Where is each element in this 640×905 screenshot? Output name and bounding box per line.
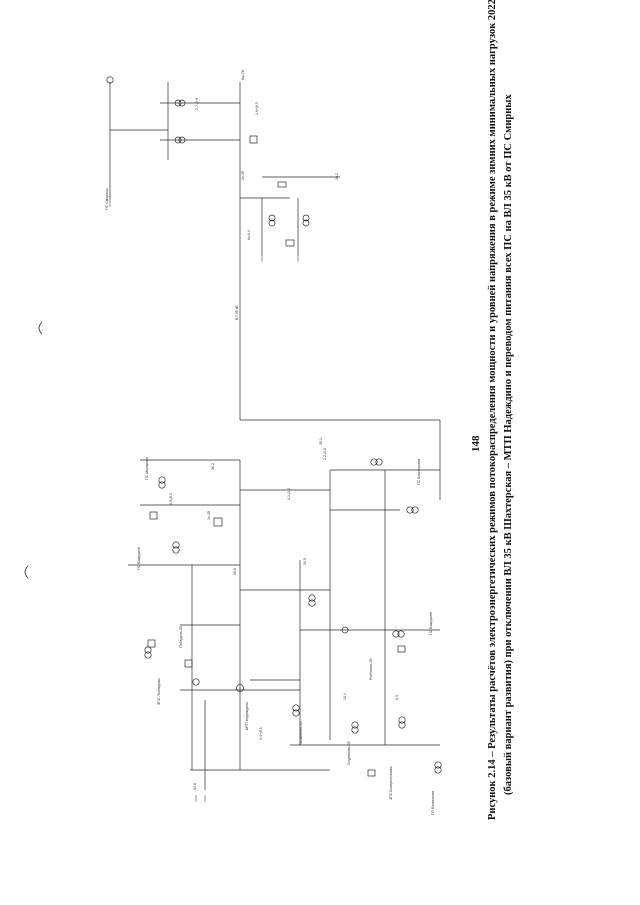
tr-mid-1: [341, 626, 349, 634]
figure-caption-line-1: Рисунок 2.14 – Результаты расчётов элект…: [487, 0, 498, 820]
tr-makarevo-1: [158, 476, 166, 484]
gen-upper: [106, 76, 114, 84]
label-flow2: 1,6+j0,3: [255, 102, 259, 115]
label-bus-d: 6к-0,4: [247, 230, 251, 240]
tr-shakhterskaya-2: [375, 458, 383, 466]
lower-network: [128, 458, 442, 790]
figure-caption-line-2: (базовый вариант развития) при отключени…: [503, 94, 514, 795]
label-u5: 6,3: [395, 695, 399, 700]
diagram-labels: ПС Смирных ПС Макарово ПС Вахрушев Побед…: [105, 69, 435, 815]
label-leonidovo: ЗПС Леонидово: [157, 678, 161, 705]
tr-belinskaya-1: [434, 761, 442, 769]
label-ludvikovo: Людвиково-35: [347, 741, 351, 765]
breaker-b1: [367, 769, 376, 777]
label-rybnovsk: Рыбновск-35: [369, 659, 373, 680]
label-vakhrushev: ПС Вахрушев: [137, 547, 141, 570]
label-vakhrushev-right: ПС Вахрушев: [429, 612, 433, 635]
label-bus-a: 6ш-ЛК: [241, 69, 245, 80]
tr-pobedino-2: [144, 651, 152, 659]
label-bus-c: 1с-35: [207, 511, 211, 520]
tr-ludvikovo-2: [308, 599, 316, 607]
tr-right-mid-1: [392, 630, 400, 638]
label-nadezhdino: МТП Надеждино: [245, 702, 249, 730]
tr-rybnovsk-1: [351, 721, 359, 729]
label-u1: 36,2: [211, 463, 215, 470]
label-flow5: 0,4+j0,1: [259, 727, 263, 740]
transformer-t2b: [178, 136, 186, 144]
transformer-f1b: [268, 219, 276, 227]
tr-rybnovsk-2: [351, 726, 359, 734]
label-shakhterskaya: ПС Шахтерская: [417, 459, 421, 485]
terminals: [109, 200, 299, 802]
tr-makarevo-2: [158, 481, 166, 489]
label-tikhmenevo: Тихменево-35: [299, 722, 303, 745]
label-flow1: 2,7-j0,9: [195, 98, 199, 110]
transformer-t1a: [174, 99, 182, 107]
breaker-l2: [149, 511, 158, 520]
breaker-r1: [397, 645, 406, 653]
smirnykh-substation: [106, 76, 340, 255]
margin-mark-top: [38, 321, 43, 335]
tr-voskr-2: [398, 721, 406, 729]
transformer-t2a: [174, 136, 182, 144]
label-u4: 10,4: [343, 693, 347, 700]
label-u8: 34,6: [193, 783, 197, 790]
breaker-l3: [184, 659, 193, 668]
label-bus-b: 2с-35: [241, 171, 245, 180]
label-u7: 35,1: [319, 438, 323, 445]
tr-ludvikovo-1: [308, 594, 316, 602]
tr-tikhmenevo-1: [292, 704, 300, 712]
label-vl35: ВЛ 35 кВ: [235, 305, 239, 320]
margin-mark-bottom: [24, 565, 29, 579]
tr-tikhmenevo-2: [292, 709, 300, 717]
label-makarevo: ПС Макарово: [145, 457, 149, 480]
label-u6: 10,2: [335, 173, 339, 180]
label-voskresenovka: ЗПС Воскресеновка: [389, 767, 393, 800]
tr-shakhterskaya-1: [370, 458, 378, 466]
transformer-f2: [302, 214, 310, 222]
label-flow4: 3,1-j1,2: [287, 488, 291, 500]
tr-shakhterskaya-4: [411, 506, 419, 514]
breaker-f: [285, 239, 295, 247]
tr-vakhrushev-1: [172, 541, 180, 549]
gen-nadezhdino: [236, 684, 244, 692]
label-flow6: 2,2-j0,6: [323, 448, 327, 460]
transformer-t1b: [178, 99, 186, 107]
page-number: 148: [470, 435, 482, 453]
tr-belinskaya-2: [434, 766, 442, 774]
tr-shakhterskaya-3: [406, 506, 414, 514]
tr-voskr-1: [398, 716, 406, 724]
transformer-f2b: [302, 219, 310, 227]
label-u3: 34,9: [303, 558, 307, 565]
tr-pobedino-1: [144, 646, 152, 654]
breaker-l4: [147, 639, 156, 648]
label-belinskaya: ПС Белинская: [431, 791, 435, 815]
label-flow3: 0,9-j0,2: [169, 493, 173, 505]
breaker-l1: [213, 517, 223, 527]
transformer-f1: [268, 214, 276, 222]
label-u2: 35,8: [233, 568, 237, 575]
tr-vakhrushev-2: [172, 546, 180, 554]
tr-nadezhdino: [192, 678, 200, 686]
label-smirnykh: ПС Смирных: [105, 188, 109, 210]
label-pobedino: Победино-35: [179, 626, 183, 648]
breaker-g: [277, 181, 287, 188]
tr-right-mid-2: [397, 630, 405, 638]
breaker-upper: [249, 135, 258, 144]
